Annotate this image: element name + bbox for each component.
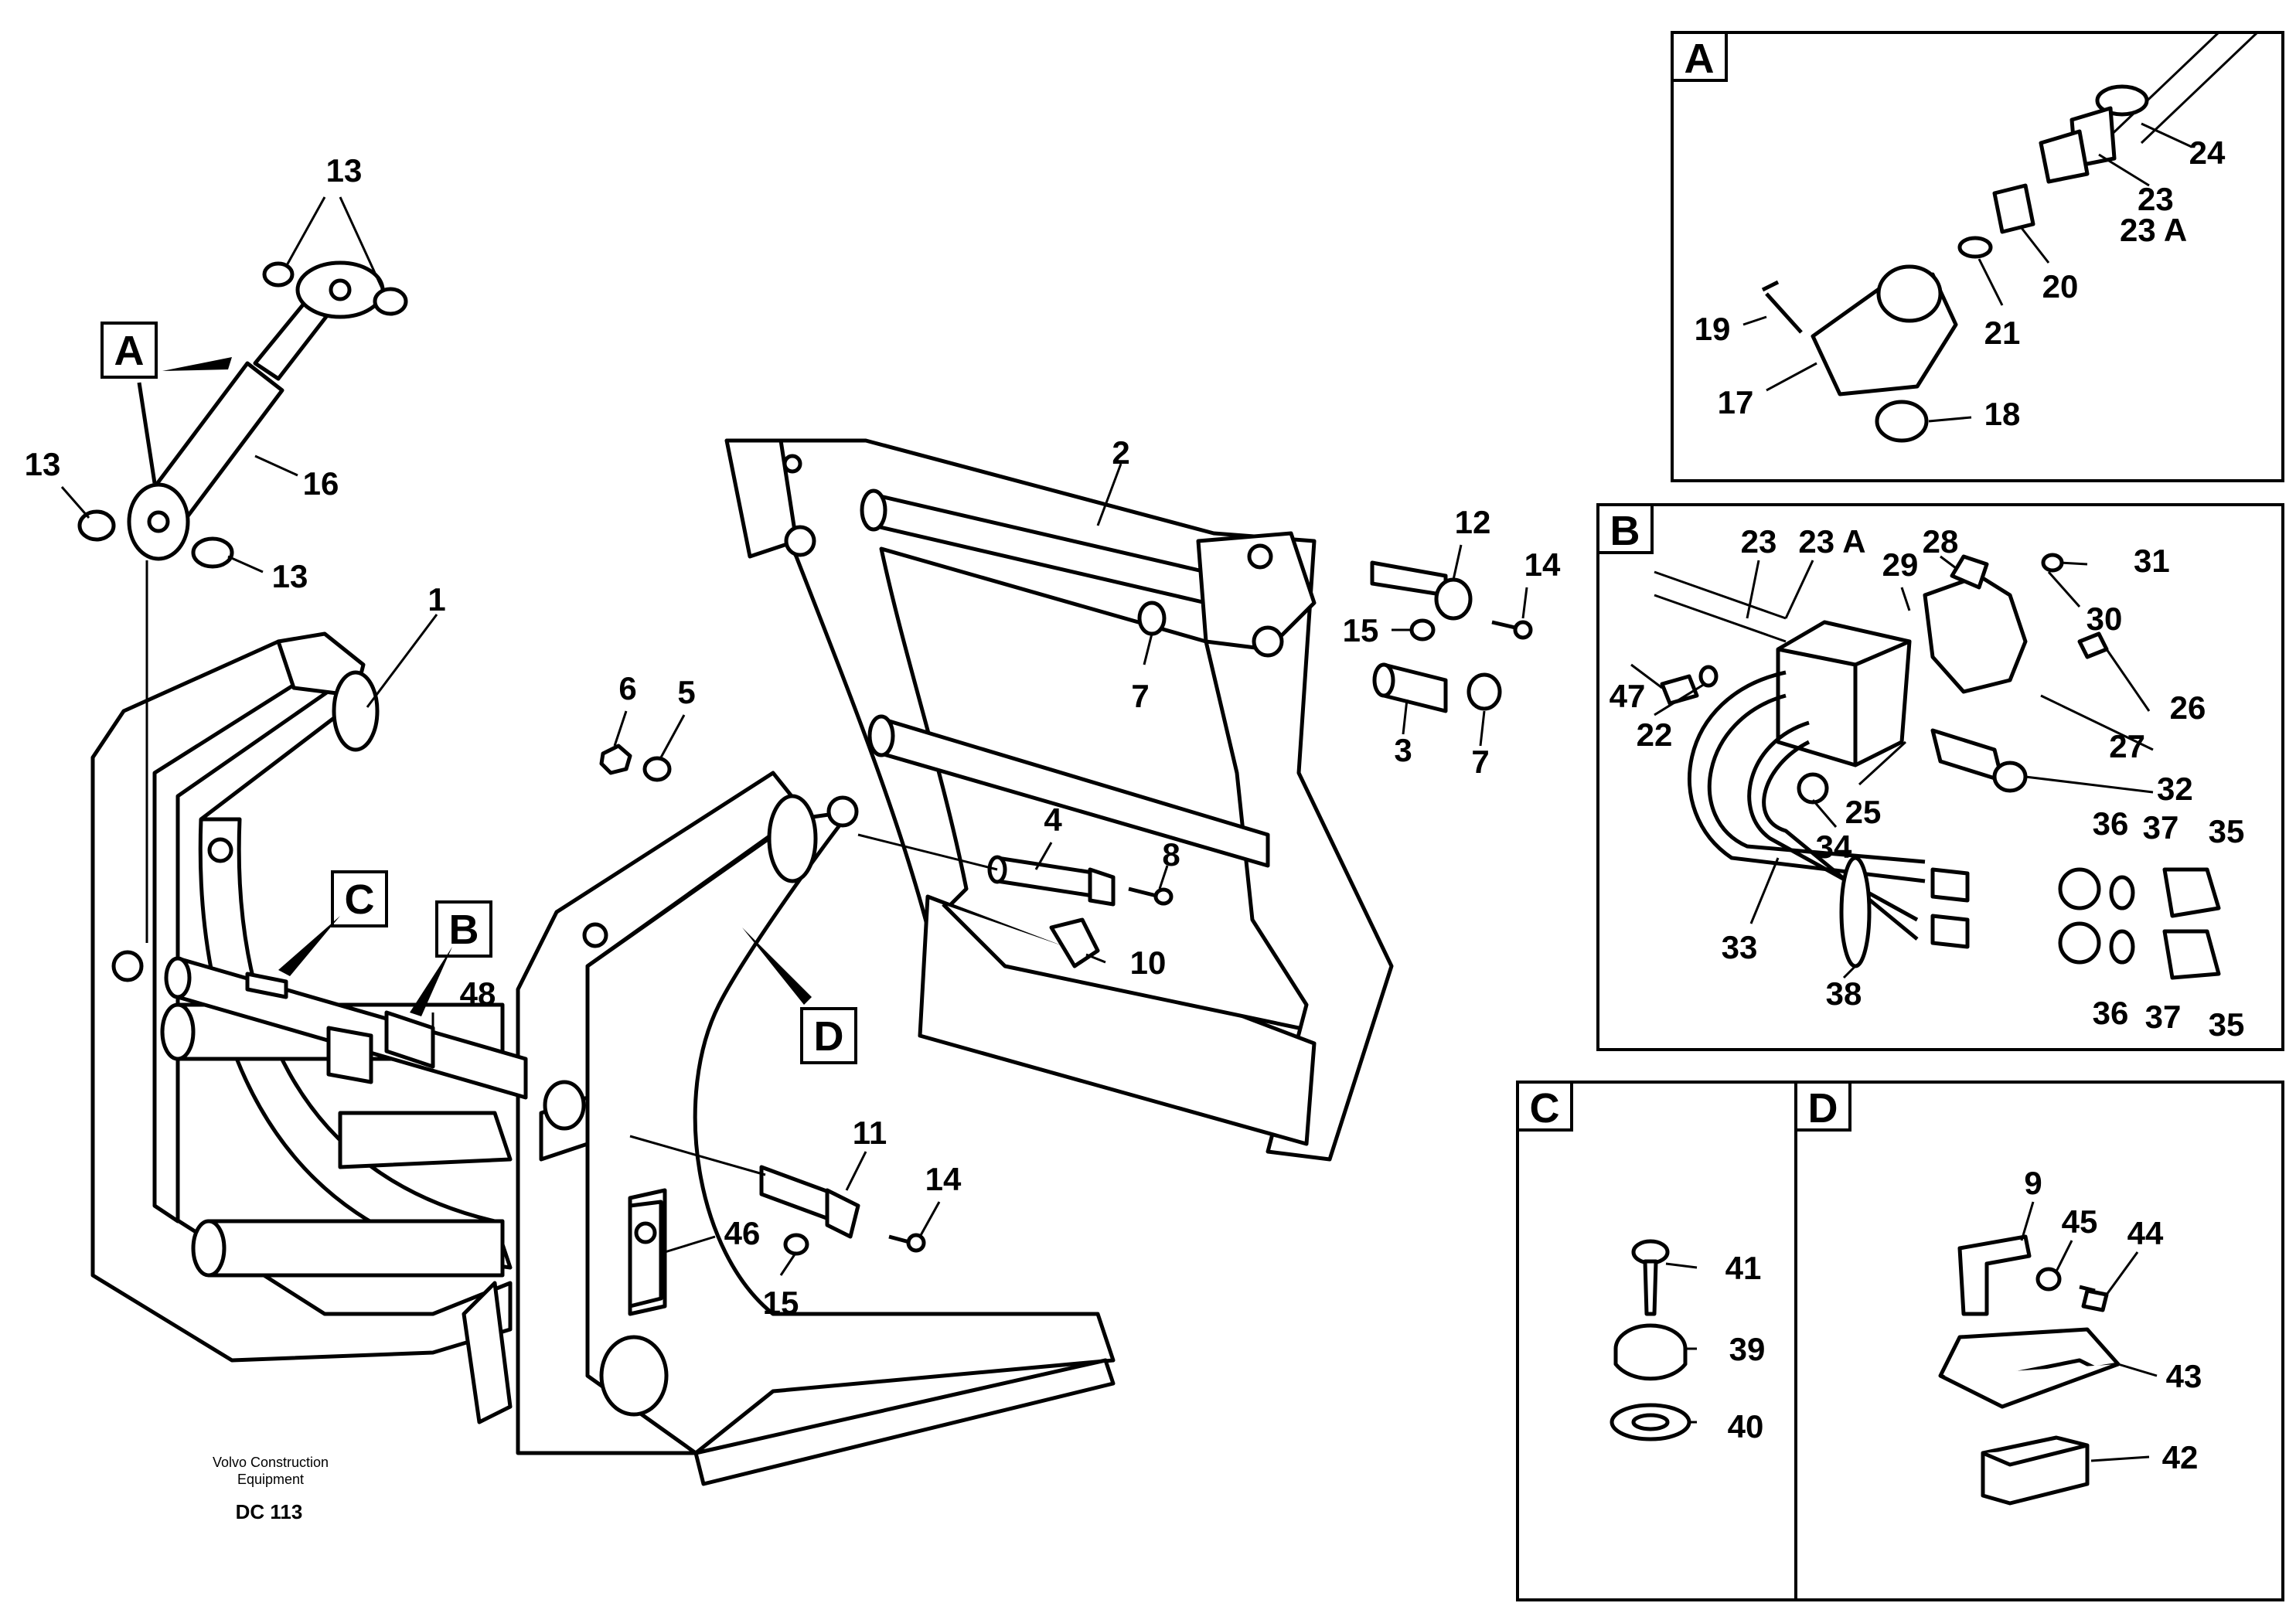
callout-2: 2 (1112, 434, 1129, 471)
callout-C-39: 39 (1729, 1331, 1766, 1367)
callout-B-31: 31 (2134, 543, 2170, 579)
callout-B-26: 26 (2170, 689, 2206, 726)
callout-21: 21 (1984, 315, 2021, 351)
callout-7-left: 7 (1131, 678, 1149, 714)
callout-B-34: 34 (1816, 829, 1852, 865)
callout-B-35-bottom: 35 (2209, 1006, 2245, 1043)
svg-text:D: D (1808, 1085, 1838, 1132)
main-leader-lines (60, 196, 1528, 1276)
callout-15-bottom: 15 (763, 1285, 799, 1321)
callout-14-bottom: 14 (925, 1161, 962, 1197)
callout-B-32: 32 (2157, 771, 2193, 807)
callout-14-top: 14 (1524, 546, 1561, 583)
callout-24: 24 (2189, 134, 2226, 171)
callout-B-33: 33 (1722, 929, 1758, 965)
callout-B-22: 22 (1637, 716, 1673, 753)
lift-cylinder (77, 260, 408, 569)
main-callouts: 13 13 13 16 1 2 12 14 15 7 3 7 6 5 4 8 1… (25, 152, 1561, 1321)
detail-box-A: A 24 23 23 A 20 19 21 17 18 (1671, 31, 2284, 482)
main-tag-D: D (800, 1007, 857, 1064)
detail-pointers (137, 357, 812, 1016)
callout-6: 6 (618, 670, 636, 706)
main-tag-A: A (100, 322, 158, 379)
callout-13-top: 13 (326, 152, 363, 189)
callout-B-38: 38 (1826, 975, 1862, 1012)
svg-text:Equipment: Equipment (237, 1472, 304, 1487)
callout-B-35-top: 35 (2209, 813, 2245, 849)
callout-3: 3 (1394, 732, 1412, 768)
callout-23A: 23 A (2120, 212, 2187, 248)
callout-20: 20 (2042, 268, 2079, 305)
clamp-arm (724, 438, 1394, 1162)
callout-10: 10 (1130, 944, 1167, 981)
svg-text:DC 113: DC 113 (236, 1500, 303, 1523)
callout-B-36-bottom: 36 (2093, 995, 2129, 1031)
svg-text:D: D (814, 1013, 844, 1060)
callout-D-45: 45 (2062, 1203, 2098, 1240)
credit-block: Volvo Construction Equipment DC 113 (213, 1455, 329, 1523)
svg-text:Volvo Construction: Volvo Construction (213, 1455, 329, 1470)
callout-13-bottom: 13 (272, 558, 308, 594)
svg-text:A: A (1685, 36, 1715, 82)
callout-18: 18 (1984, 396, 2021, 432)
cross-tube (164, 956, 528, 1100)
callout-8: 8 (1162, 836, 1180, 873)
callout-B-36-top: 36 (2093, 805, 2129, 842)
callout-5: 5 (677, 674, 695, 710)
callout-7-right: 7 (1471, 744, 1489, 780)
callout-B-29: 29 (1882, 546, 1919, 583)
callout-D-44: 44 (2127, 1215, 2164, 1251)
callout-D-9: 9 (2024, 1165, 2042, 1201)
callout-48: 48 (460, 975, 496, 1012)
callout-D-42: 42 (2162, 1439, 2199, 1475)
svg-text:B: B (1610, 508, 1640, 554)
main-tag-C: C (331, 870, 388, 927)
detail-box-C: C 41 39 40 (1516, 1081, 1797, 1601)
callout-C-41: 41 (1725, 1250, 1762, 1286)
pins-hardware (599, 560, 1533, 1309)
callout-C-40: 40 (1728, 1408, 1764, 1445)
callout-B-37-top: 37 (2143, 809, 2179, 846)
callout-46: 46 (724, 1215, 761, 1251)
callout-4: 4 (1044, 801, 1062, 838)
callout-1: 1 (428, 581, 445, 618)
main-tag-B: B (435, 900, 492, 958)
callout-16: 16 (303, 465, 339, 502)
main-assembly: A C B D 13 13 13 16 1 2 12 14 15 7 3 7 (25, 152, 1561, 1523)
svg-text:A: A (114, 328, 145, 374)
callout-B-27: 27 (2109, 728, 2145, 764)
callout-12: 12 (1455, 504, 1491, 540)
callout-B-28: 28 (1923, 523, 1959, 560)
callout-B-37-bottom: 37 (2145, 999, 2182, 1035)
callout-B-25: 25 (1845, 794, 1882, 830)
callout-17: 17 (1718, 384, 1754, 420)
svg-text:C: C (345, 876, 375, 923)
callout-B-30: 30 (2086, 601, 2123, 637)
callout-19: 19 (1695, 311, 1731, 347)
callout-13-left: 13 (25, 446, 61, 482)
callout-D-43: 43 (2166, 1358, 2202, 1394)
callout-11: 11 (853, 1115, 887, 1151)
fork-frame (516, 771, 1116, 1486)
svg-text:C: C (1530, 1085, 1560, 1132)
svg-text:B: B (449, 907, 479, 953)
callout-B-47: 47 (1610, 678, 1646, 714)
callout-B-23A: 23 A (1798, 523, 1865, 560)
detail-box-B: B (1596, 503, 2284, 1051)
callout-B-23: 23 (1741, 523, 1777, 560)
callout-15-top: 15 (1343, 612, 1379, 648)
callout-23: 23 (2138, 181, 2174, 217)
detail-box-D: D 9 45 44 43 42 (1794, 1081, 2284, 1601)
